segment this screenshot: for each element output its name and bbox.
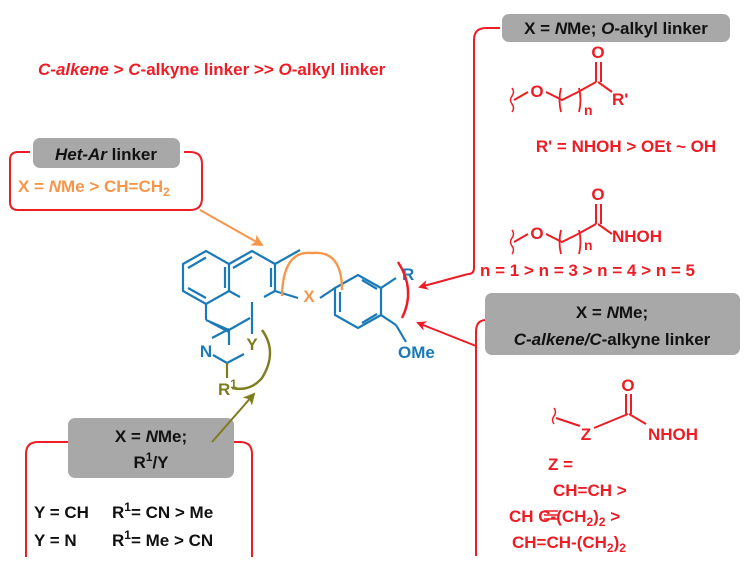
headline-ranking: C-alkene > C-alkyne linker >> O-alkyl li… [38, 60, 386, 79]
r1y-bracket [25, 441, 253, 557]
c-linker-title-box [485, 293, 740, 355]
o-alkyl-structure-hydroxamate: O n O NHOH [509, 185, 662, 255]
z-option-1: CH=CH > [553, 481, 627, 500]
z-option-3: CH=CH-(CH2)2 [512, 533, 626, 555]
r1y-arc [231, 329, 272, 391]
x-linker-arc [280, 251, 344, 297]
benzo-ring [181, 249, 231, 306]
carbonyl-oxygen: O [591, 43, 604, 62]
carbonyl-oxygen: O [591, 185, 604, 204]
o-alkyl-panel: X = NMe; O-alkyl linker O n O R' R' = NH… [467, 14, 730, 280]
r1y-title-1: X = NMe; [115, 427, 187, 446]
hydroxamic-group: NHOH [612, 227, 662, 246]
c-linker-title-2: C-alkene/C-alkyne linker [514, 330, 711, 349]
benzo-ring-double-bonds [187, 256, 227, 299]
r-prime-group: R' [612, 90, 628, 109]
o-alkyl-title-box [502, 14, 730, 42]
triple-bond-symbol [544, 510, 558, 520]
repeat-n: n [584, 237, 593, 253]
pyrimidine-ring [228, 249, 276, 298]
ring-nitrogen: N [200, 342, 212, 361]
o-alkyl-structure-ester: O n O R' [509, 43, 628, 118]
het-ar-panel: Het-Ar linker X = NMe > CH=CH2 [9, 138, 203, 211]
het-ar-title-box [33, 138, 180, 168]
c-linker-arrow [416, 321, 477, 347]
quinazoline-core [181, 249, 301, 345]
attachment-wavy-bond [551, 407, 557, 425]
r1-group: R1 [218, 377, 237, 399]
r1y-title-2: R1/Y [133, 450, 169, 472]
y-position: Y [246, 335, 258, 354]
het-ar-bracket [9, 151, 203, 211]
n-ranking: n = 1 > n = 3 > n = 4 > n = 5 [480, 261, 695, 280]
ether-oxygen: O [530, 224, 543, 243]
ether-oxygen: O [530, 82, 543, 101]
z-atom: Z [581, 425, 591, 444]
c-linker-structure: Z O NHOH [551, 376, 698, 444]
het-ar-ranking: X = NMe > CH=CH2 [18, 177, 170, 199]
attachment-wavy-bond [509, 229, 515, 255]
r-group-arc [396, 261, 410, 319]
z-equals: Z = [548, 455, 573, 474]
z-option-2: CH C-(CH2)2 > [509, 507, 620, 529]
x-linker: X [303, 287, 315, 306]
r1y-title-box [68, 418, 234, 478]
c-linker-bracket [475, 319, 490, 556]
het-ar-title: Het-Ar linker [55, 145, 157, 164]
carbonyl-oxygen: O [621, 376, 634, 395]
attachment-wavy-bond [509, 87, 515, 113]
c-linker-panel: X = NMe; C-alkene/C-alkyne linker Z O NH… [475, 293, 740, 556]
o-alkyl-bracket [467, 27, 500, 275]
c-linker-title-1: X = NMe; [576, 303, 648, 322]
repeat-n: n [584, 102, 593, 118]
r-prime-ranking: R' = NHOH > OEt ~ OH [536, 137, 716, 156]
o-alkyl-title: X = NMe; O-alkyl linker [524, 19, 708, 38]
hydroxamic-group: NHOH [648, 425, 698, 444]
r1y-arrow [211, 392, 256, 443]
het-ar-arrow [199, 209, 264, 246]
methoxyphenyl-ring [333, 273, 397, 330]
o-alkyl-arrow [418, 273, 469, 290]
methoxy-group: OMe [398, 343, 435, 362]
